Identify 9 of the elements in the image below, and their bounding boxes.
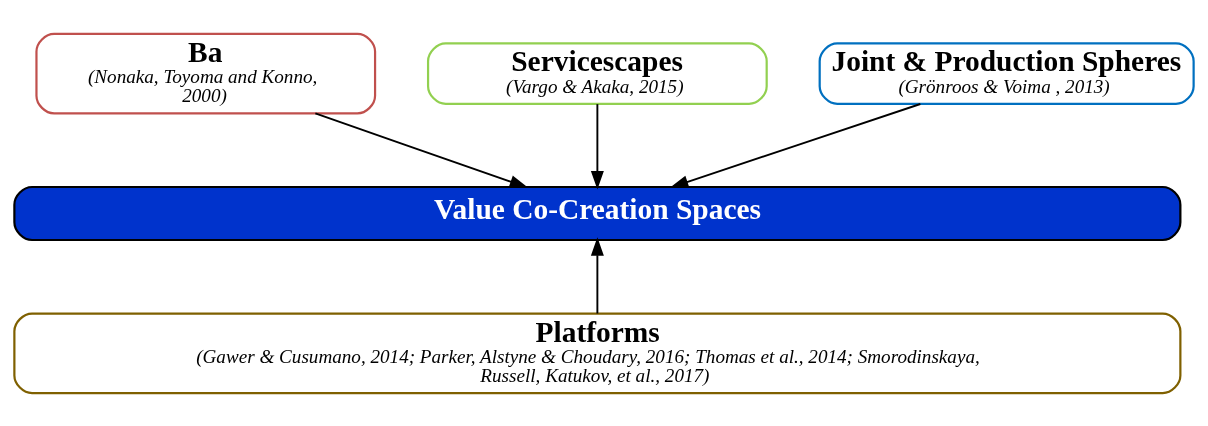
arrow [590, 236, 604, 314]
node-box: Servicescapes (Vargo & Akaka, 2015) [426, 41, 768, 105]
arrow [314, 111, 529, 188]
arrow [669, 102, 922, 188]
node-box: Value Co-Creation Spaces [13, 185, 1182, 241]
node-box: Ba (Nonaka, Toyoma and Konno, 2000) [35, 32, 377, 114]
node-box: Platforms (Gawer & Cusumano, 2014; Parker, Alstyne & Choudary, 2016; Thomas et al., 2014; Smorodinskaya, Russell, Katukov, et al., 2017) [13, 312, 1182, 394]
node-box: Joint & Production Spheres (Grönroos & Voima , 2013) [818, 41, 1195, 105]
arrow [590, 102, 604, 190]
